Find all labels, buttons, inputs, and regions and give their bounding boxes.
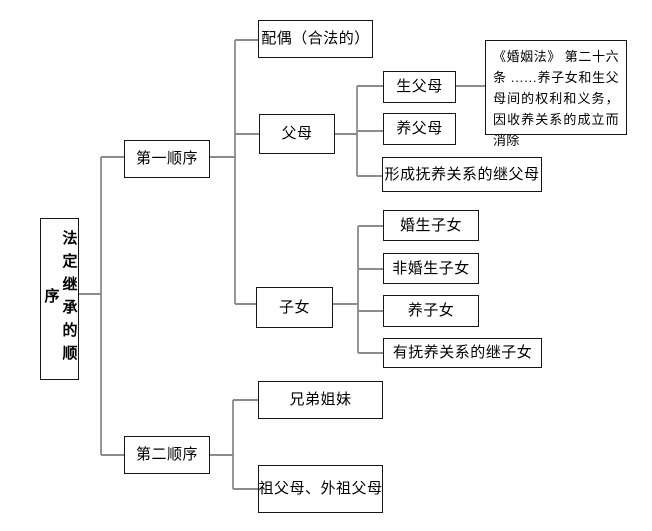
root-box: 法定继承的顺序 — [40, 218, 79, 380]
children-label: 子女 — [278, 299, 310, 316]
parents-label: 父母 — [281, 126, 313, 142]
step-children-box: 有抚养关系的继子女 — [383, 338, 542, 368]
step-parents-box: 形成抚养关系的继父母 — [382, 157, 542, 192]
nonmarital-children-box: 非婚生子女 — [383, 253, 479, 284]
siblings-box: 兄弟姐妹 — [258, 381, 383, 419]
first-order-label: 第一顺序 — [135, 151, 198, 167]
parents-box: 父母 — [259, 114, 335, 154]
adopted-children-box: 养子女 — [383, 295, 479, 327]
law-note-box: 《婚姻法》 第二十六条 ……养子女和生父母间的权利和义务，因收养关系的成立而消除 — [485, 40, 627, 148]
adopted-children-label: 养子女 — [407, 303, 455, 319]
grandparents-box: 祖父母、外祖父母 — [258, 465, 383, 513]
second-order-box: 第二顺序 — [124, 436, 210, 474]
children-box: 子女 — [256, 287, 333, 328]
birth-parents-label: 生父母 — [396, 79, 443, 95]
nonmarital-children-label: 非婚生子女 — [392, 260, 470, 277]
adoptive-parents-label: 养父母 — [396, 121, 443, 137]
spouse-box: 配偶（合法的） — [258, 20, 373, 58]
second-order-label: 第二顺序 — [135, 447, 198, 463]
birth-parents-box: 生父母 — [383, 71, 456, 103]
step-children-label: 有抚养关系的继子女 — [392, 345, 533, 361]
spouse-label: 配偶（合法的） — [261, 31, 370, 47]
root-label: 法定继承的顺序 — [42, 230, 77, 368]
siblings-label: 兄弟姐妹 — [289, 392, 352, 408]
law-note-text: 《婚姻法》 第二十六条 ……养子女和生父母间的权利和义务，因收养关系的成立而消除 — [493, 49, 619, 148]
marital-children-box: 婚生子女 — [383, 210, 479, 241]
first-order-box: 第一顺序 — [124, 140, 210, 178]
step-parents-label: 形成抚养关系的继父母 — [384, 166, 540, 183]
adoptive-parents-box: 养父母 — [383, 113, 456, 145]
grandparents-label: 祖父母、外祖父母 — [258, 481, 383, 497]
marital-children-label: 婚生子女 — [399, 217, 462, 234]
